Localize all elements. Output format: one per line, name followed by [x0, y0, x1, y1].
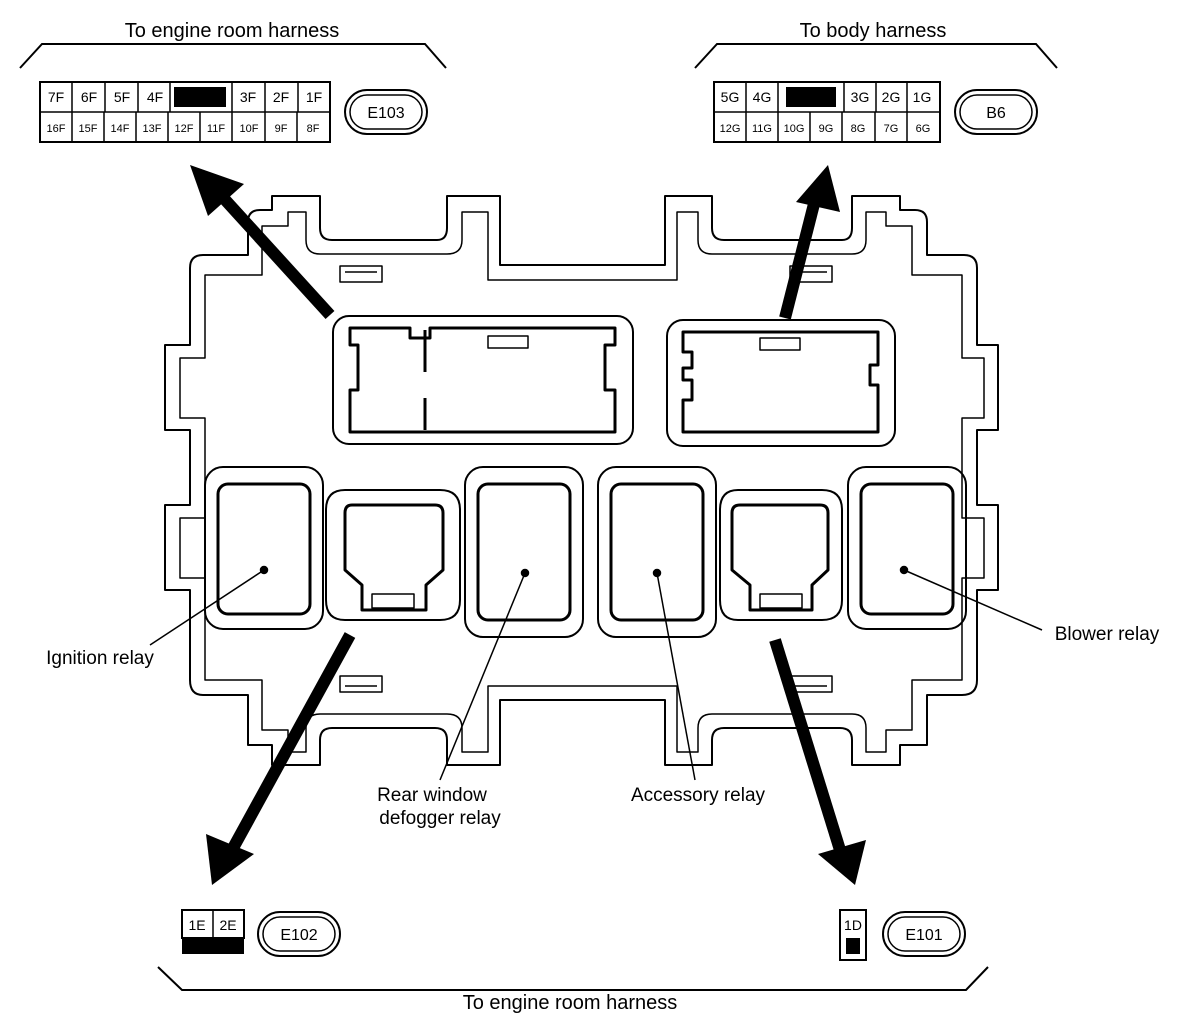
- e103-pin-13f: 13F: [143, 123, 162, 135]
- fifth-relay-socket-inner: [730, 503, 830, 612]
- e103-pin-7f: 7F: [48, 89, 64, 105]
- rear-defogger-relay-socket-outer: [464, 466, 584, 638]
- e103-pin-2f: 2F: [273, 89, 289, 105]
- e103-pin-12f: 12F: [175, 123, 194, 135]
- b6-pin-7g: 7G: [884, 123, 899, 135]
- e103-id: E103: [367, 105, 404, 122]
- e103-pin-15f: 15F: [79, 123, 98, 135]
- ignition-relay-socket-outer: [204, 466, 324, 630]
- b6-pin-3g: 3G: [851, 89, 870, 105]
- e103-pin-6f: 6F: [81, 89, 97, 105]
- connector-e103: 7F 6F 5F 4F 3F 2F 1F 16F 15F 14F 13F 12F…: [39, 81, 428, 143]
- b6-pin-10g: 10G: [784, 123, 805, 135]
- b6-pin-11g: 11G: [752, 123, 772, 135]
- housing-inner-outline: [179, 211, 985, 753]
- b6-pin-5g: 5G: [721, 89, 740, 105]
- e103-pin-1f: 1F: [306, 89, 322, 105]
- top-left-harness-label: To engine room harness: [125, 20, 340, 42]
- bottom-harness-group: To engine room harness: [157, 966, 989, 1014]
- e103-pin-8f: 8F: [307, 123, 320, 135]
- e103-pin-3f: 3F: [240, 89, 256, 105]
- b6-socket-outer: [666, 319, 896, 447]
- top-left-harness-bracket: [19, 43, 447, 69]
- arrow-head-bottom-left: [206, 834, 254, 885]
- direction-arrows: [190, 165, 866, 885]
- e103-socket-inner: [348, 326, 617, 434]
- connector-e101: 1D E101: [839, 909, 966, 961]
- e101-id: E101: [905, 927, 942, 944]
- accessory-relay-socket-inner: [609, 482, 705, 622]
- top-right-harness-bracket: [694, 43, 1058, 69]
- e103-pin-16f: 16F: [47, 123, 66, 135]
- connector-e102: 1E 2E E102: [181, 909, 341, 957]
- bottom-harness-bracket: [157, 966, 989, 991]
- e103-pin-10f: 10F: [240, 123, 259, 135]
- bottom-harness-label: To engine room harness: [463, 992, 678, 1014]
- e102-id-badge-inner: [262, 916, 336, 952]
- arrow-head-bottom-right: [818, 840, 866, 885]
- e102-id: E102: [280, 927, 317, 944]
- e103-id-badge-inner: [349, 94, 423, 130]
- e103-pin-14f: 14F: [111, 123, 130, 135]
- b6-socket-inner: [681, 330, 880, 434]
- e103-pin-5f: 5F: [114, 89, 130, 105]
- e103-pin-11f: 11F: [207, 123, 225, 135]
- accessory-relay-socket-outer: [597, 466, 717, 638]
- rear-defogger-relay-label-line2: defogger relay: [379, 808, 501, 829]
- defogger-relay-socket-outer: [325, 489, 461, 621]
- e103-pin-blank: [174, 87, 226, 107]
- rear-defogger-relay-label-line1: Rear window: [377, 785, 487, 806]
- defogger-relay-socket-inner: [343, 503, 445, 612]
- fifth-relay-socket-outer: [719, 489, 843, 621]
- blower-relay-socket-outer: [847, 466, 967, 630]
- e103-socket-key: [487, 335, 529, 349]
- b6-pin-12g: 12G: [720, 123, 741, 135]
- top-left-harness-group: To engine room harness: [19, 20, 447, 69]
- accessory-relay-label: Accessory relay: [631, 785, 766, 806]
- relay-box-housing: [164, 195, 999, 766]
- b6-pin-9g: 9G: [819, 123, 834, 135]
- b6-pin-2g: 2G: [882, 89, 901, 105]
- top-right-harness-label: To body harness: [800, 20, 947, 42]
- ignition-relay-label: Ignition relay: [46, 648, 154, 669]
- b6-pin-8g: 8G: [851, 123, 866, 135]
- e103-pin-4f: 4F: [147, 89, 163, 105]
- b6-pin-1g: 1G: [913, 89, 932, 105]
- b6-pin-4g: 4G: [753, 89, 772, 105]
- connector-b6: 5G 4G 3G 2G 1G 12G 11G 10G 9G 8G 7G 6G B…: [713, 81, 1038, 143]
- blower-relay-label: Blower relay: [1055, 624, 1160, 645]
- b6-id: B6: [986, 105, 1006, 122]
- b6-socket-key: [759, 337, 801, 351]
- e103-socket-outer: [332, 315, 634, 445]
- bottom-left-clip: [339, 675, 383, 693]
- arrow-head-top-right: [796, 165, 840, 212]
- arrow-head-top-left: [190, 165, 244, 216]
- relay-callouts: [149, 565, 1043, 781]
- housing-outline: [164, 195, 999, 766]
- ignition-relay-socket-inner: [216, 482, 312, 616]
- e102-pin-1e: 1E: [188, 917, 205, 933]
- b6-pin-blank: [786, 87, 836, 107]
- e103-pin-9f: 9F: [275, 123, 288, 135]
- top-right-harness-group: To body harness: [694, 20, 1058, 69]
- top-left-clip: [339, 265, 383, 283]
- e101-id-badge-inner: [887, 916, 961, 952]
- e101-pin-1d: 1D: [844, 917, 862, 933]
- rear-defogger-relay-socket-inner: [476, 482, 572, 622]
- blower-relay-socket-inner: [859, 482, 955, 616]
- b6-id-badge-inner: [959, 94, 1033, 130]
- e102-pin-2e: 2E: [219, 917, 236, 933]
- b6-pin-6g: 6G: [916, 123, 931, 135]
